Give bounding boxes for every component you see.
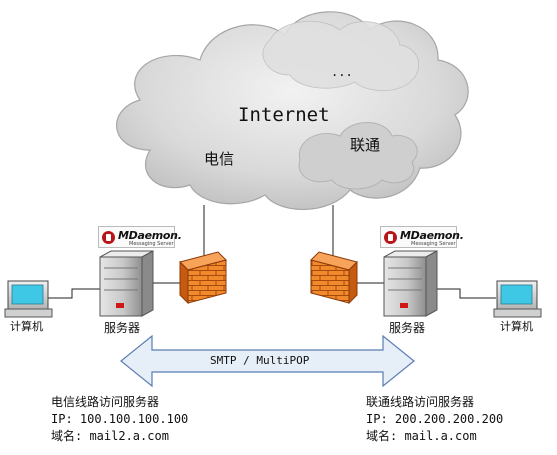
internet-cloud bbox=[116, 11, 469, 211]
mdaemon-logo-icon bbox=[384, 231, 397, 244]
left-computer-label: 计算机 bbox=[10, 320, 43, 333]
smtp-arrow bbox=[120, 334, 415, 388]
logo-brand: MDaemon. bbox=[118, 229, 182, 242]
right-computer-icon bbox=[493, 280, 542, 318]
left-firewall-icon bbox=[179, 251, 227, 305]
smtp-arrow-label: SMTP / MultiPOP bbox=[210, 354, 310, 367]
cloud-dots: ... bbox=[331, 65, 353, 79]
left-info-domain: 域名: mail2.a.com bbox=[51, 429, 169, 443]
right-mdaemon-logo: MDaemon. Messaging Server bbox=[380, 226, 464, 248]
left-server-label: 服务器 bbox=[104, 321, 141, 335]
right-info-domain: 域名: mail.a.com bbox=[366, 429, 477, 443]
right-computer-label: 计算机 bbox=[500, 320, 533, 333]
left-server-icon bbox=[99, 250, 154, 317]
right-info-title: 联通线路访问服务器 bbox=[366, 395, 475, 409]
mdaemon-logo-icon bbox=[102, 231, 115, 244]
telecom-label: 电信 bbox=[204, 150, 235, 168]
network-links bbox=[48, 205, 496, 299]
left-mdaemon-logo: MDaemon. Messaging Server bbox=[98, 226, 182, 248]
left-info-ip: IP: 100.100.100.100 bbox=[51, 412, 189, 426]
right-server-label: 服务器 bbox=[389, 321, 426, 335]
right-firewall-icon bbox=[310, 251, 358, 305]
left-computer-icon bbox=[4, 280, 53, 318]
logo-subtitle: Messaging Server bbox=[129, 241, 174, 247]
link-right-server-pc bbox=[436, 288, 496, 299]
link-left-pc-server bbox=[48, 288, 100, 299]
unicom-label: 联通 bbox=[350, 136, 381, 154]
right-server-icon bbox=[383, 250, 438, 317]
left-info-title: 电信线路访问服务器 bbox=[51, 395, 160, 409]
right-info-ip: IP: 200.200.200.200 bbox=[366, 412, 504, 426]
logo-brand: MDaemon. bbox=[400, 229, 464, 242]
logo-subtitle: Messaging Server bbox=[411, 241, 456, 247]
internet-label: Internet bbox=[238, 104, 330, 126]
